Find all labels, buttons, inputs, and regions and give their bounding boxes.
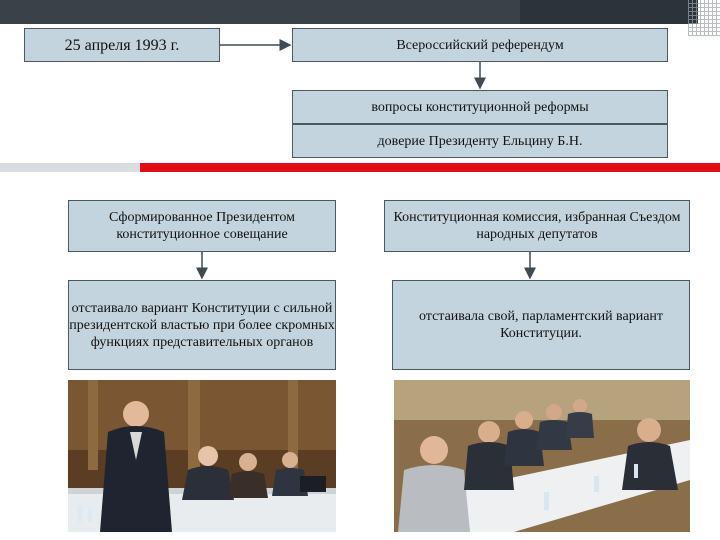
red-divider <box>0 163 720 172</box>
divider-gray-segment <box>0 163 140 172</box>
right-position-label: отстаивала свой, парламентский вариант К… <box>418 309 664 341</box>
date-label: 25 апреля 1993 г. <box>64 36 180 54</box>
left-position-box: отстаивало вариант Конституции с сильной… <box>68 280 336 370</box>
top-bar-band-dark <box>520 0 698 24</box>
photo-commission-meeting <box>394 380 690 532</box>
date-box: 25 апреля 1993 г. <box>24 28 220 62</box>
left-body-box: Сформированное Президентом конституционн… <box>68 200 336 252</box>
photo-speaker-at-podium <box>68 380 336 532</box>
question-box-1: вопросы конституционной реформы <box>292 90 668 124</box>
right-position-box: отстаивала свой, парламентский вариант К… <box>392 280 690 370</box>
question-label-1: вопросы конституционной реформы <box>371 99 589 115</box>
question-box-2: доверие Президенту Ельцину Б.Н. <box>292 124 668 158</box>
left-position-label: отстаивало вариант Конституции с сильной… <box>69 300 335 350</box>
slide-top-bar <box>0 0 720 36</box>
right-body-box: Конституционная комиссия, избранная Съез… <box>384 200 690 252</box>
referendum-label: Всероссийский референдум <box>396 37 564 53</box>
corner-grid-pattern <box>688 0 720 36</box>
question-label-2: доверие Президенту Ельцину Б.Н. <box>377 133 583 149</box>
left-body-label: Сформированное Президентом конституционн… <box>109 210 295 242</box>
right-body-label: Конституционная комиссия, избранная Съез… <box>393 210 681 242</box>
referendum-box: Всероссийский референдум <box>292 28 668 62</box>
